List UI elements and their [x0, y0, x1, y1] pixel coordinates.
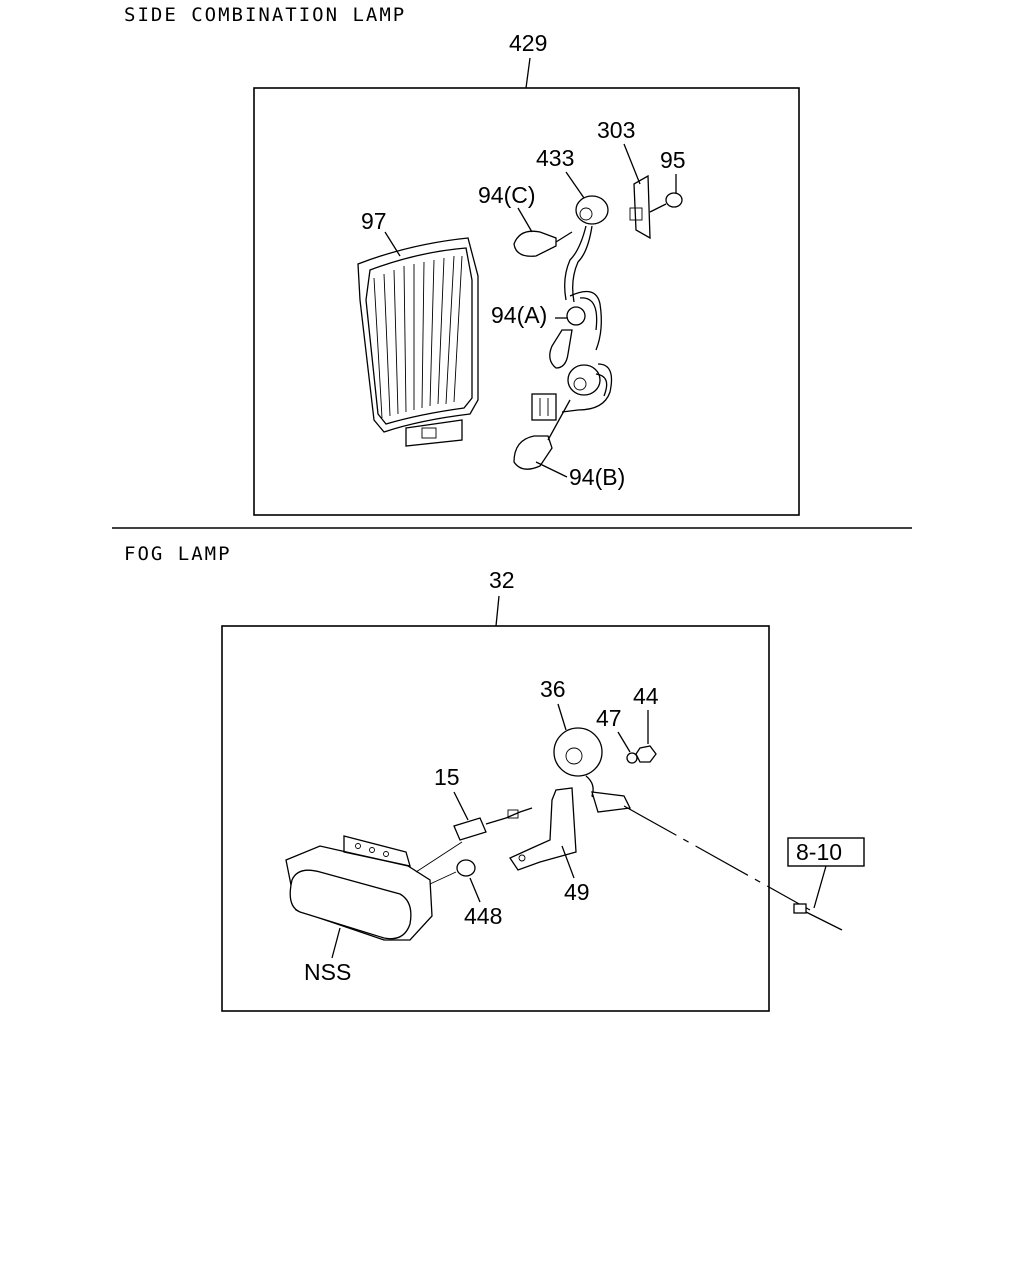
leader-433: [565, 171, 585, 199]
leader-nss: [331, 927, 341, 959]
bulb-94b-drawing: [513, 399, 571, 470]
fog-lamp-housing-drawing: [285, 835, 463, 941]
part-label-15: 15: [434, 764, 460, 790]
section-title-side-combination-lamp: SIDE COMBINATION LAMP: [124, 4, 407, 26]
nut-44-drawing: [635, 745, 657, 763]
side-lamp-lens-drawing: [357, 237, 479, 447]
leader-97: [384, 231, 401, 257]
socket-433-drawing: [564, 195, 609, 303]
part-label-94b: 94(B): [569, 464, 625, 490]
part-label-44: 44: [633, 683, 659, 709]
leader-32: [495, 595, 500, 627]
washer-47-drawing: [626, 752, 638, 764]
fog-lamp-frame: [221, 625, 770, 1012]
leader-36: [557, 703, 567, 731]
bulb-94c-drawing: [513, 230, 573, 257]
section-title-fog-lamp: FOG LAMP: [124, 543, 232, 565]
leader-94c: [517, 207, 533, 233]
part-label-47: 47: [596, 705, 622, 731]
part-label-303: 303: [597, 117, 635, 143]
leader-15: [453, 791, 469, 821]
side-combination-lamp-group: 429 97 94(C): [253, 30, 800, 516]
part-label-95: 95: [660, 147, 686, 173]
leader-429: [525, 57, 531, 89]
leader-49: [561, 845, 575, 879]
socket-36-drawing: [553, 727, 631, 813]
bracket-49-drawing: [509, 787, 577, 871]
bulb-15-drawing: [453, 807, 533, 841]
part-label-433: 433: [536, 145, 574, 171]
part-label-94c: 94(C): [478, 182, 536, 208]
leader-47: [617, 731, 631, 753]
side-lamp-frame: [253, 87, 800, 516]
part-label-nss: NSS: [304, 959, 351, 985]
leader-8-10: [813, 865, 827, 909]
harness-leader: [623, 805, 811, 911]
part-label-36: 36: [540, 676, 566, 702]
socket-harness-drawing: [531, 363, 613, 421]
fog-lamp-group: 32 NSS 15: [221, 567, 865, 1012]
assembly-label-429: 429: [509, 30, 547, 56]
part-label-49: 49: [564, 879, 590, 905]
screw-95-drawing: [649, 192, 683, 213]
grommet-448-drawing: [429, 859, 476, 885]
harness-tail: [805, 911, 843, 931]
reference-label-8-10: 8-10: [796, 839, 842, 865]
bulb-94a-drawing: [549, 290, 602, 369]
assembly-label-32: 32: [489, 567, 515, 593]
leader-448: [469, 877, 481, 903]
leader-94b: [535, 461, 568, 478]
part-label-97: 97: [361, 208, 387, 234]
connector-end-drawing: [793, 903, 807, 914]
part-label-448: 448: [464, 903, 502, 929]
leader-303: [623, 143, 641, 185]
clip-303-drawing: [629, 174, 651, 240]
part-label-94a: 94(A): [491, 302, 547, 328]
